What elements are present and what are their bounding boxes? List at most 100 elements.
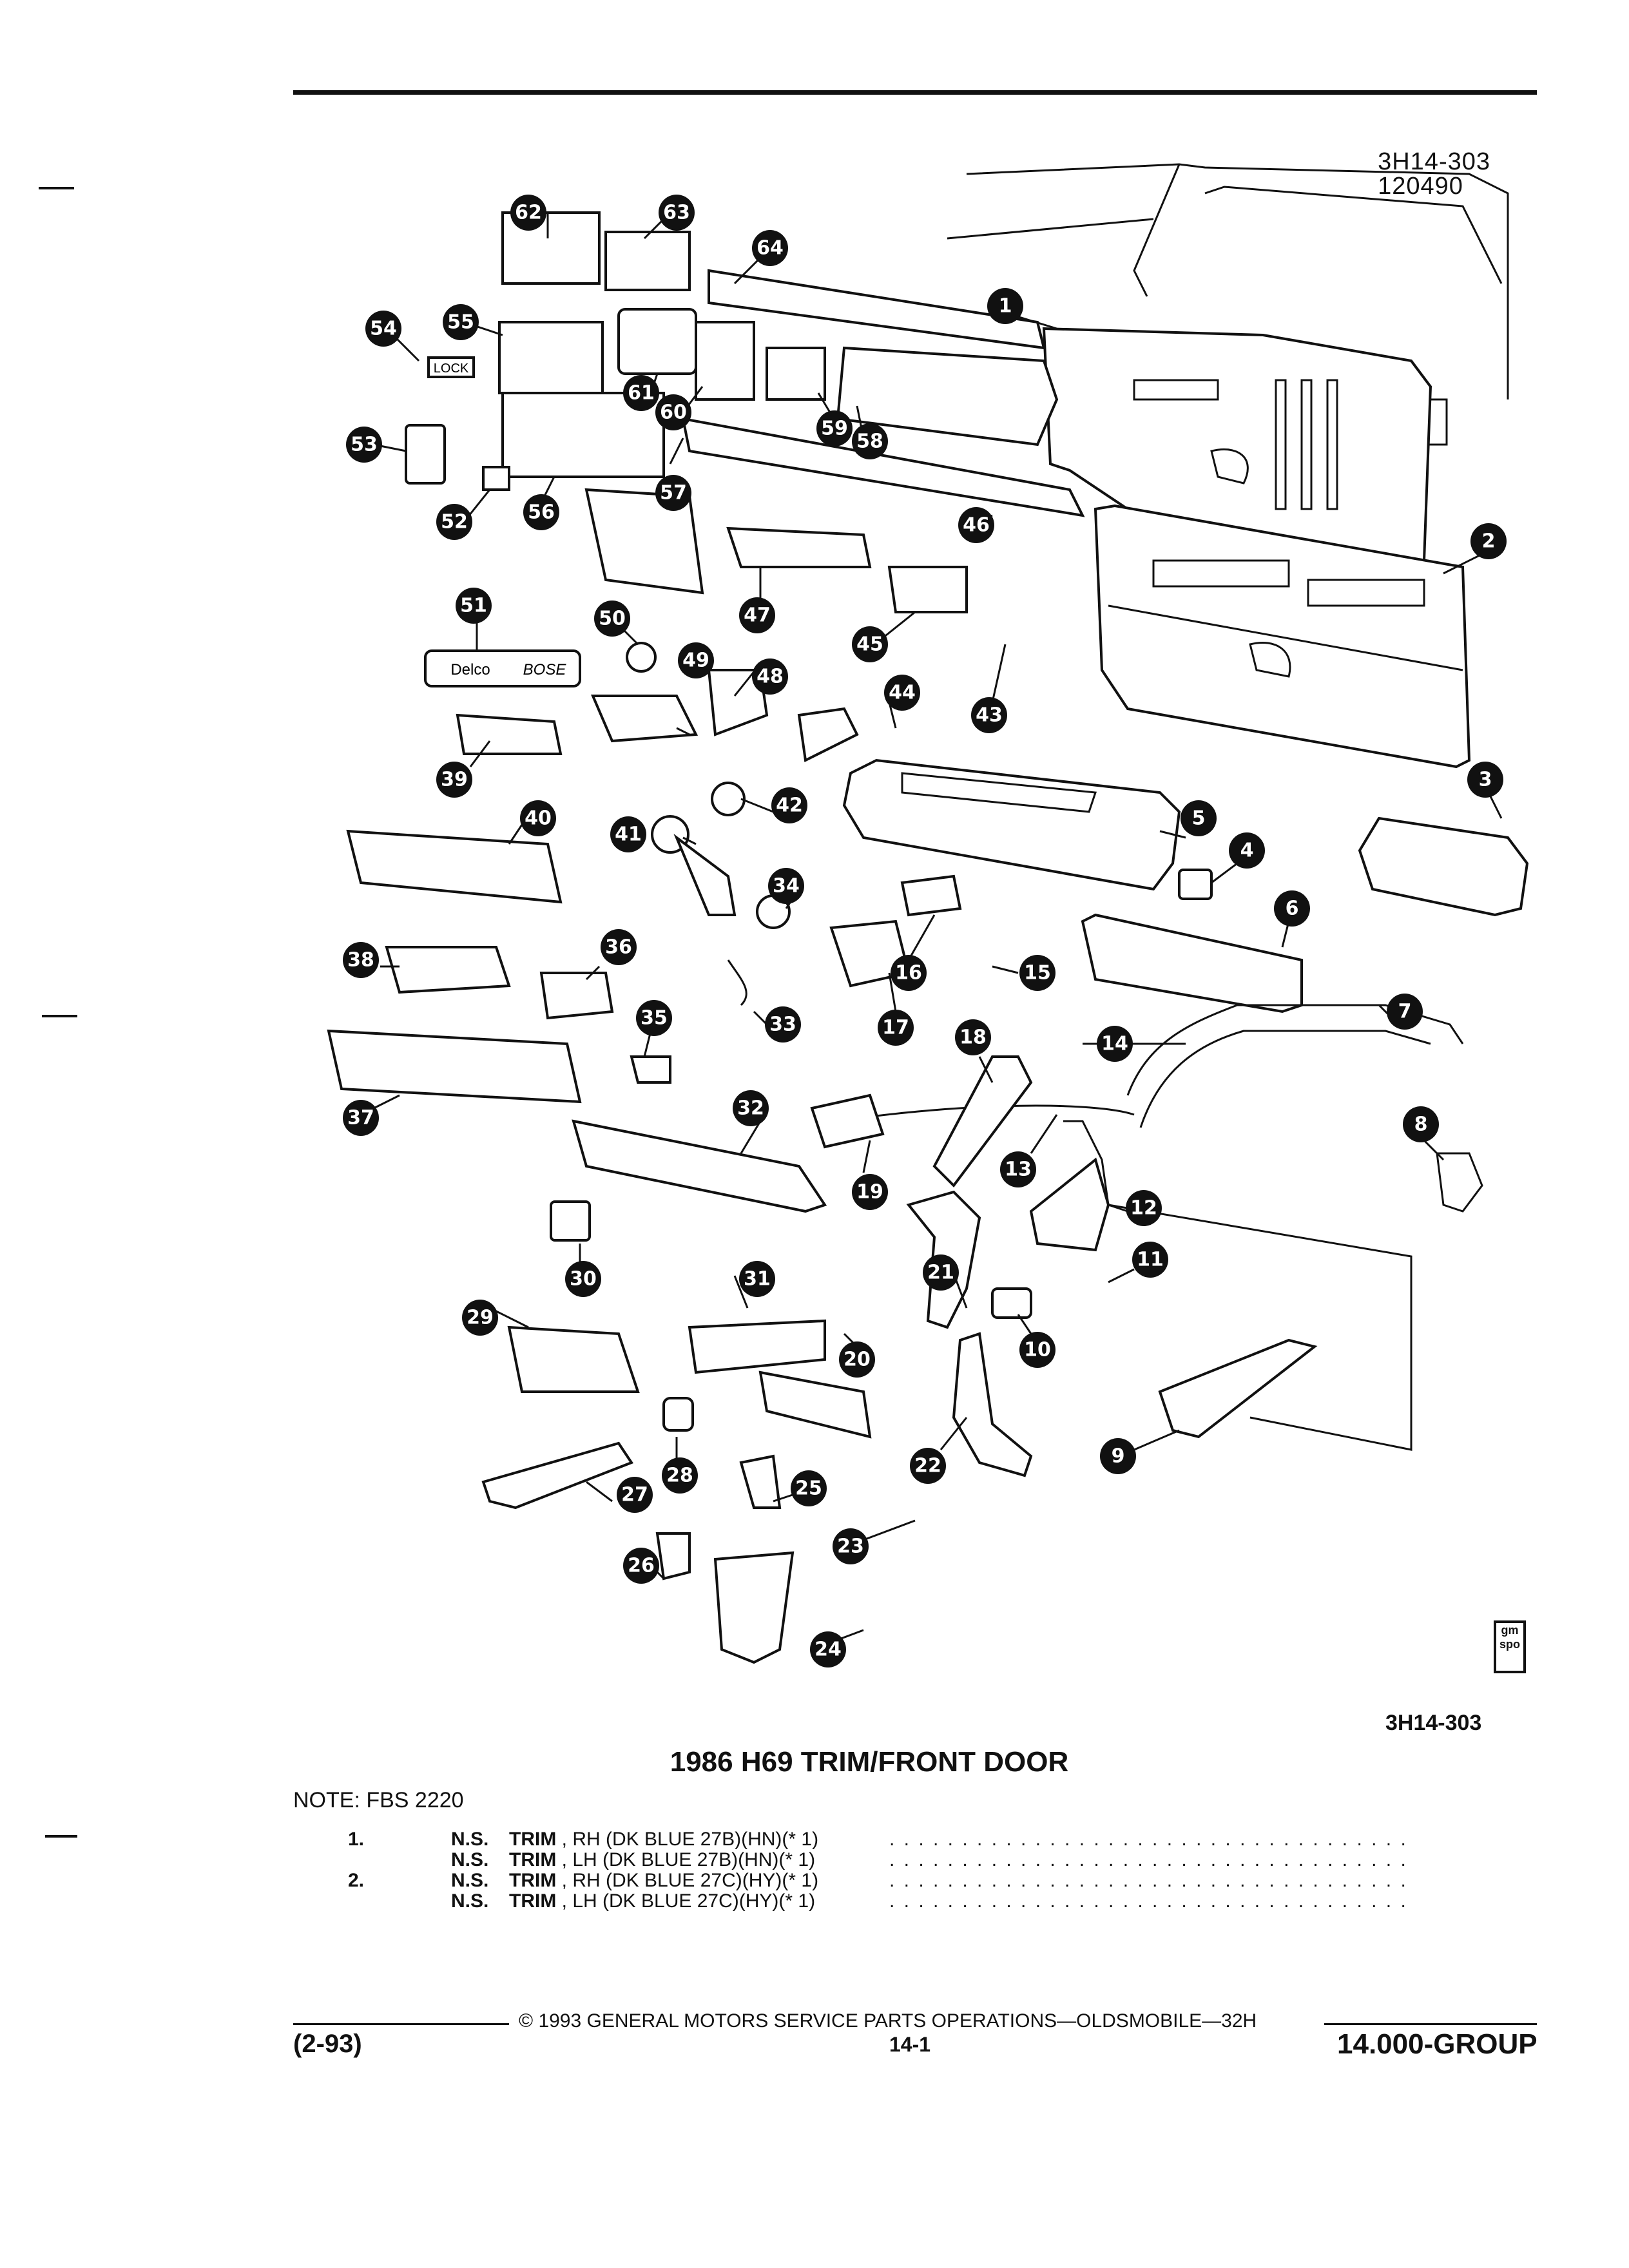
svg-text:2: 2 <box>1482 530 1496 553</box>
svg-text:9: 9 <box>1112 1445 1125 1468</box>
ns-code: N.S. <box>451 1890 489 1912</box>
svg-text:52: 52 <box>441 511 468 533</box>
svg-text:7: 7 <box>1398 1001 1412 1023</box>
callout-16: 16 <box>891 955 927 991</box>
svg-text:55: 55 <box>447 311 474 334</box>
svg-text:57: 57 <box>660 482 687 505</box>
part-detail: , RH (DK BLUE 27B)(HN)(* 1) <box>561 1829 819 1850</box>
margin-mark <box>39 187 74 189</box>
delco-bose-badge <box>424 649 581 687</box>
ns-code: N.S. <box>451 1870 489 1891</box>
header-rule <box>293 90 1537 95</box>
revision-date: (2-93) <box>293 2030 362 2058</box>
svg-text:47: 47 <box>744 604 771 627</box>
svg-text:30: 30 <box>570 1268 597 1291</box>
callout-13: 13 <box>1000 1151 1036 1187</box>
gm-spo-logo: gm spo <box>1494 1620 1526 1673</box>
svg-text:4: 4 <box>1240 840 1254 862</box>
svg-text:31: 31 <box>744 1268 771 1291</box>
callout-33: 33 <box>765 1006 801 1043</box>
part-name: TRIM <box>509 1870 557 1891</box>
sill-plate <box>1158 1338 1318 1439</box>
callout-23: 23 <box>833 1528 869 1564</box>
lock-label: LOCK <box>434 361 469 376</box>
courtesy-lamp-lens <box>991 1287 1032 1319</box>
leader-dots: . . . . . . . . . . . . . . . . . . . . … <box>889 1890 1405 1911</box>
callout-55: 55 <box>443 304 479 340</box>
callout-44: 44 <box>884 675 920 711</box>
callout-22: 22 <box>910 1448 946 1484</box>
callout-60: 60 <box>655 394 691 430</box>
svg-text:11: 11 <box>1137 1249 1164 1271</box>
callout-36: 36 <box>601 929 637 965</box>
svg-text:60: 60 <box>660 401 687 424</box>
svg-text:12: 12 <box>1130 1197 1157 1220</box>
part-name: TRIM <box>509 1829 557 1850</box>
callout-27: 27 <box>617 1477 653 1513</box>
callout-42: 42 <box>771 787 807 823</box>
parts-row: N.S. TRIM , LH (DK BLUE 27B)(HN)(* 1) . … <box>348 1849 1405 1870</box>
callout-4: 4 <box>1229 832 1265 869</box>
svg-text:38: 38 <box>347 949 374 972</box>
copyright: © 1993 GENERAL MOTORS SERVICE PARTS OPER… <box>519 2010 1257 2032</box>
svg-text:46: 46 <box>963 514 990 537</box>
svg-text:17: 17 <box>882 1017 909 1039</box>
callout-28: 28 <box>662 1457 698 1494</box>
door-hinge <box>1436 1152 1483 1213</box>
leader-dots: . . . . . . . . . . . . . . . . . . . . … <box>889 1829 1405 1849</box>
margin-mark <box>45 1835 77 1838</box>
svg-text:35: 35 <box>641 1007 668 1030</box>
callout-49: 49 <box>678 642 714 678</box>
callout-32: 32 <box>733 1090 769 1126</box>
callout-25: 25 <box>791 1470 827 1506</box>
callout-39: 39 <box>436 762 472 798</box>
cowl-side-panel <box>1029 1157 1110 1252</box>
lower-parts <box>327 642 962 1664</box>
item-number: 2. <box>348 1870 365 1891</box>
callout-19: 19 <box>852 1174 888 1210</box>
armrest <box>842 758 1181 891</box>
callout-52: 52 <box>436 504 472 540</box>
switch-cover <box>405 424 446 485</box>
pillar-molding-lower <box>952 1332 1033 1477</box>
callout-53: 53 <box>346 427 382 463</box>
callout-47: 47 <box>739 597 775 633</box>
svg-text:6: 6 <box>1286 898 1299 920</box>
callout-46: 46 <box>958 507 994 543</box>
windshield-pillar-molding <box>932 1055 1033 1188</box>
svg-text:18: 18 <box>959 1026 987 1049</box>
svg-text:45: 45 <box>856 633 883 656</box>
group-number: 14.000-GROUP <box>1337 2028 1537 2060</box>
armrest-pocket <box>1081 913 1303 1014</box>
callout-43: 43 <box>971 697 1007 733</box>
front-door-trim-2 <box>1094 504 1471 769</box>
callout-59: 59 <box>816 410 853 447</box>
svg-text:41: 41 <box>615 823 642 846</box>
callout-8: 8 <box>1403 1106 1439 1142</box>
parts-list: 1. N.S. TRIM , RH (DK BLUE 27B)(HN)(* 1)… <box>348 1829 1405 1912</box>
svg-text:56: 56 <box>528 501 555 524</box>
callout-12: 12 <box>1126 1190 1162 1226</box>
callout-58: 58 <box>852 423 888 459</box>
item-number <box>348 1849 451 1870</box>
callout-20: 20 <box>839 1341 875 1378</box>
footer-rule-right <box>1324 2023 1537 2025</box>
svg-text:51: 51 <box>460 595 487 617</box>
callout-14: 14 <box>1097 1026 1133 1062</box>
callout-56: 56 <box>523 494 559 530</box>
figure-code: 120490 <box>1378 173 1463 200</box>
item-number <box>348 1890 451 1911</box>
callout-41: 41 <box>610 816 646 852</box>
leader-dots: . . . . . . . . . . . . . . . . . . . . … <box>889 1849 1405 1870</box>
callout-10: 10 <box>1019 1332 1055 1368</box>
svg-text:63: 63 <box>663 202 690 224</box>
callout-3: 3 <box>1467 762 1503 798</box>
callout-63: 63 <box>659 195 695 231</box>
svg-text:48: 48 <box>757 666 784 688</box>
svg-text:20: 20 <box>843 1349 871 1371</box>
svg-text:64: 64 <box>757 237 784 260</box>
callout-45: 45 <box>852 626 888 662</box>
svg-text:28: 28 <box>666 1465 693 1487</box>
part-detail: , RH (DK BLUE 27C)(HY)(* 1) <box>561 1870 819 1891</box>
part-description: TRIM , RH (DK BLUE 27C)(HY)(* 1) <box>509 1870 889 1891</box>
